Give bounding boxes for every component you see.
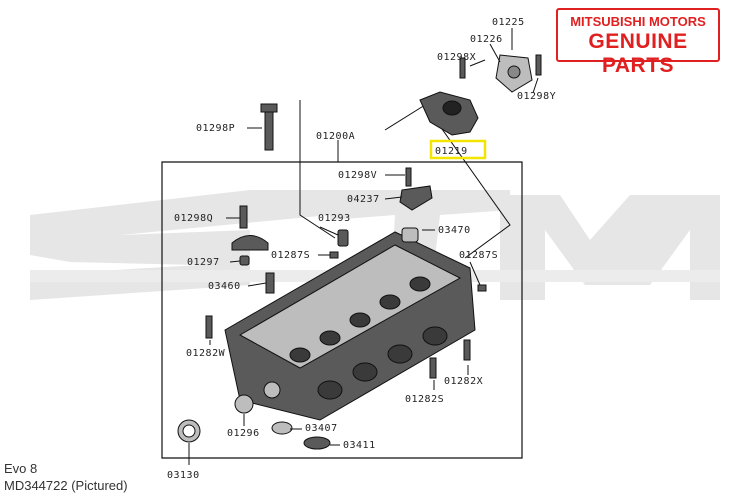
- footer-part-number: MD344722 (Pictured): [4, 478, 128, 493]
- leader-01219: [384, 104, 511, 259]
- assembly-frame: [161, 161, 523, 459]
- label-03411: 03411: [343, 440, 376, 451]
- label-01293: 01293: [318, 213, 351, 224]
- label-01226: 01226: [470, 34, 503, 45]
- cylinder-head: [224, 231, 476, 421]
- label-01287s-b: 01287S: [459, 250, 498, 261]
- label-01298x: 01298X: [437, 52, 476, 63]
- label-01298q: 01298Q: [174, 213, 213, 224]
- highlight-box-01219: [429, 139, 487, 160]
- label-01225: 01225: [492, 17, 525, 28]
- label-03460: 03460: [208, 281, 241, 292]
- label-03470: 03470: [438, 225, 471, 236]
- label-01282s: 01282S: [405, 394, 444, 405]
- label-03407: 03407: [305, 423, 338, 434]
- label-01282x: 01282X: [444, 376, 483, 387]
- thermostat-housing: [419, 91, 479, 136]
- label-01298y: 01298Y: [517, 91, 556, 102]
- small-parts: [177, 185, 487, 450]
- footer-caption: Evo 8 MD344722 (Pictured): [4, 460, 128, 494]
- label-01298p: 01298P: [196, 123, 235, 134]
- label-04237: 04237: [347, 194, 380, 205]
- label-01296: 01296: [227, 428, 260, 439]
- badge-title: GENUINE PARTS: [588, 30, 688, 77]
- badge-brand: MITSUBISHI MOTORS: [570, 14, 706, 29]
- label-01297: 01297: [187, 257, 220, 268]
- stm-watermark: [30, 190, 720, 300]
- part-labels: 01225 01226 01298X 01298Y 01298P 01200A …: [167, 17, 556, 481]
- genuine-parts-badge: MITSUBISHI MOTORS GENUINE PARTS: [556, 8, 720, 77]
- label-01200a: 01200A: [316, 131, 355, 142]
- label-01298v: 01298V: [338, 170, 377, 181]
- label-01219: 01219: [435, 146, 468, 157]
- outlet-cover: [495, 54, 533, 93]
- bolts: [205, 54, 542, 379]
- label-01287s-a: 01287S: [271, 250, 310, 261]
- label-03130: 03130: [167, 470, 200, 481]
- label-leaders: [188, 28, 539, 465]
- label-01282w: 01282W: [186, 348, 226, 359]
- footer-model: Evo 8: [4, 461, 38, 476]
